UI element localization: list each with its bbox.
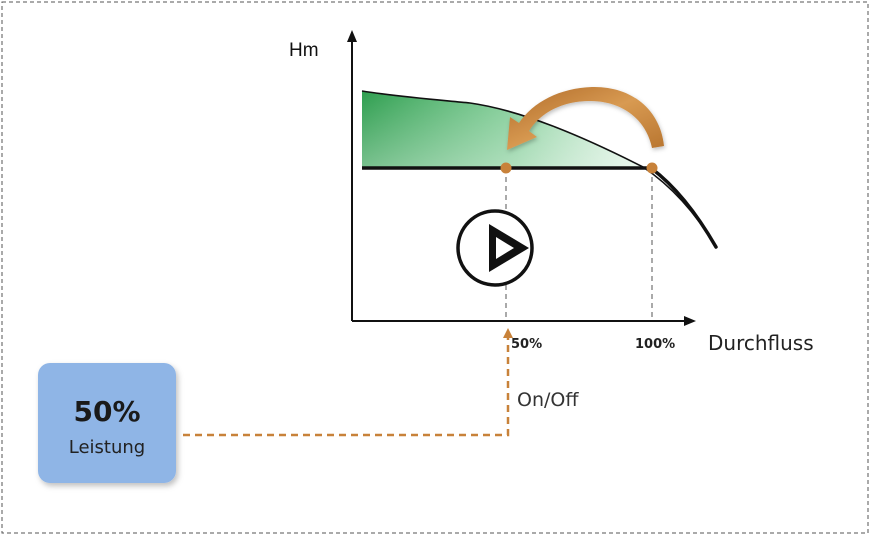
point-50	[500, 162, 512, 174]
on-off-label: On/Off	[517, 389, 579, 411]
point-100	[646, 162, 658, 174]
pump-curve	[361, 90, 717, 248]
shift-arrow-icon	[507, 86, 664, 150]
power-box-label: Leistung	[69, 437, 145, 458]
power-box	[38, 363, 176, 483]
pump-curve-tail	[649, 166, 718, 249]
tick-label-50: 50%	[511, 337, 542, 352]
y-axis-arrow-icon	[347, 30, 357, 42]
x-axis-arrow-icon	[684, 316, 696, 326]
pump-play-icon	[456, 209, 534, 287]
y-axis-label: Hm	[289, 40, 319, 61]
tick-label-100: 100%	[635, 337, 675, 352]
x-axis-label: Durchfluss	[708, 331, 814, 355]
control-arrow-icon	[503, 328, 513, 338]
control-line	[183, 336, 510, 437]
power-box-value: 50%	[73, 395, 140, 428]
